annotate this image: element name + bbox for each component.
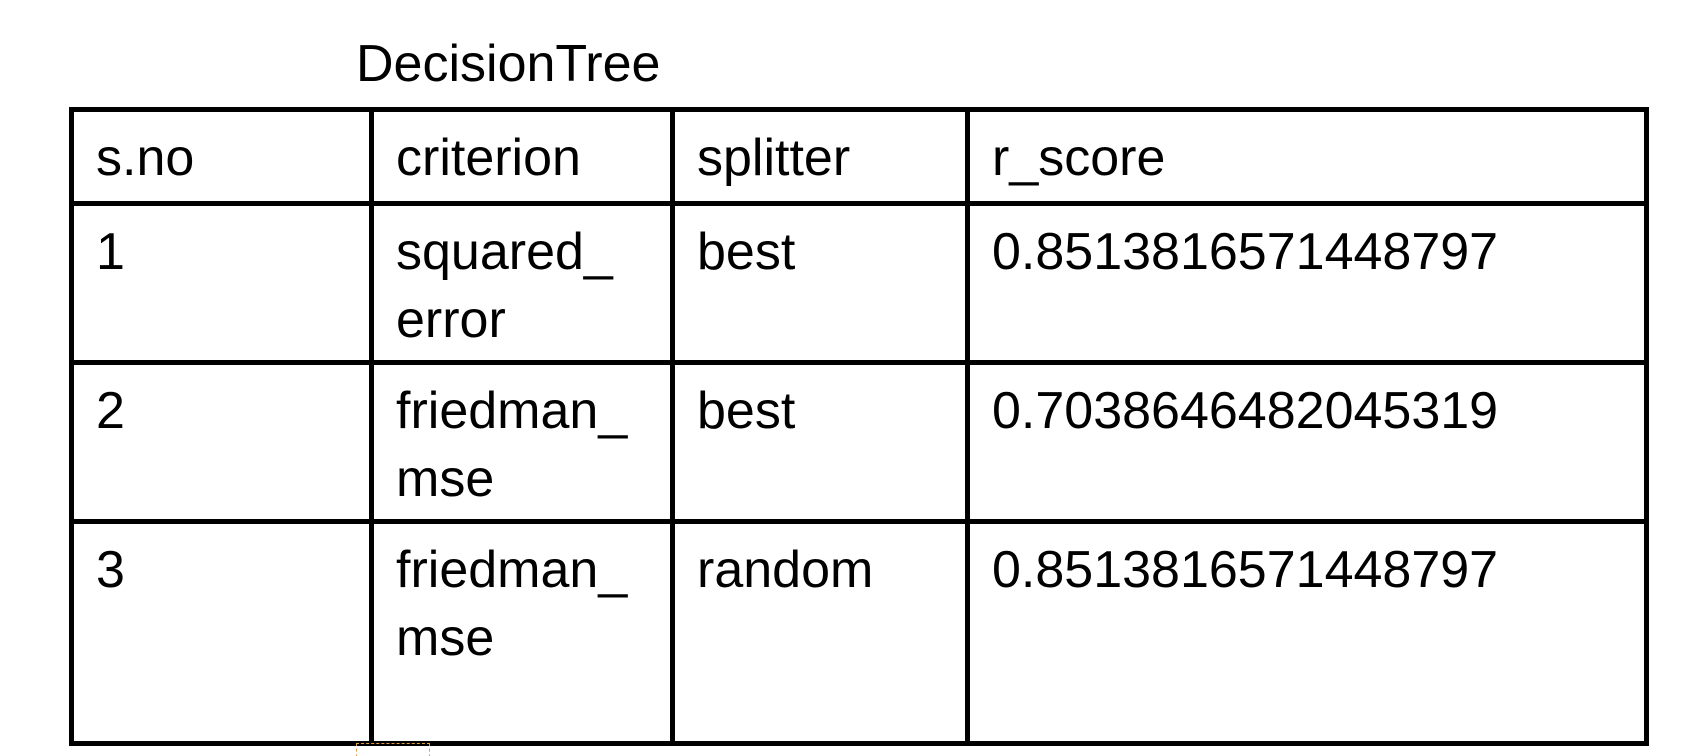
cell-criterion-line1: friedman_: [396, 541, 628, 599]
cell-criterion: squared_ error: [369, 201, 675, 365]
header-splitter: splitter: [670, 107, 970, 206]
table-row: 3 friedman_ mse random 0.851381657144879…: [69, 519, 1649, 746]
table-row: 1 squared_ error best 0.8513816571448797: [69, 201, 1649, 365]
header-criterion: criterion: [369, 107, 675, 206]
cell-criterion: friedman_ mse: [369, 519, 675, 746]
cell-criterion-line2: mse: [396, 450, 495, 508]
table-row: 2 friedman_ mse best 0.7038646482045319: [69, 360, 1649, 524]
header-r-score: r_score: [965, 107, 1649, 206]
cell-sno: 3: [69, 519, 374, 746]
cell-criterion-line2: error: [396, 291, 506, 349]
table-title: DecisionTree: [356, 35, 661, 93]
header-sno: s.no: [69, 107, 374, 206]
cell-criterion-line1: friedman_: [396, 382, 628, 440]
cell-criterion-line1: squared_: [396, 223, 613, 281]
cell-r-score: 0.8513816571448797: [965, 201, 1649, 365]
table-header-row: s.no criterion splitter r_score: [69, 107, 1649, 206]
cell-criterion-line2: mse: [396, 609, 495, 667]
cell-r-score: 0.7038646482045319: [965, 360, 1649, 524]
cell-r-score: 0.8513816571448797: [965, 519, 1649, 746]
cell-splitter: best: [670, 360, 970, 524]
text-box-placeholder[interactable]: [356, 743, 430, 756]
results-table: s.no criterion splitter r_score 1 square…: [69, 107, 1649, 746]
cell-criterion: friedman_ mse: [369, 360, 675, 524]
cell-sno: 1: [69, 201, 374, 365]
cell-splitter: best: [670, 201, 970, 365]
cell-splitter: random: [670, 519, 970, 746]
cell-sno: 2: [69, 360, 374, 524]
